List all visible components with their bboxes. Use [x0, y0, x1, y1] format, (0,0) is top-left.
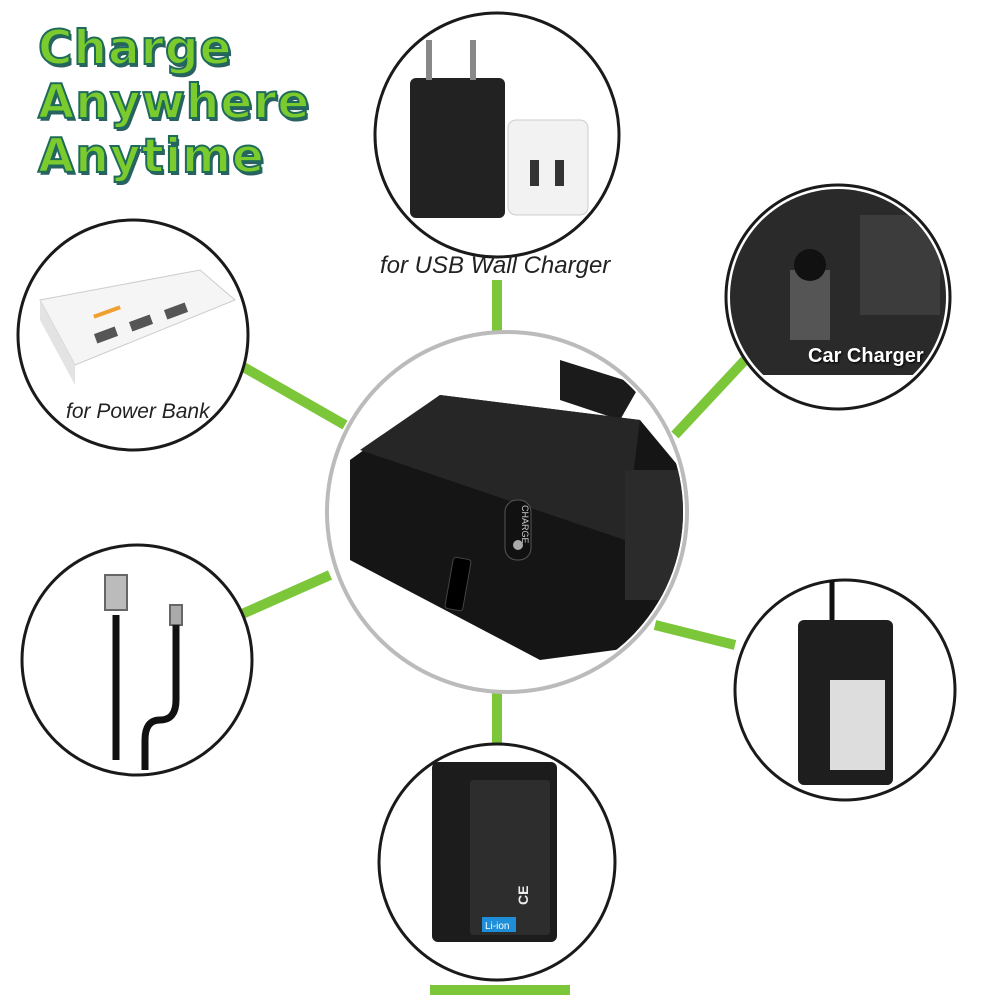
charge-button [504, 499, 532, 561]
line-camera-charger [653, 620, 737, 650]
ce-mark: CE [515, 886, 531, 905]
headline-line-1: Charge [37, 21, 233, 77]
charge-label: CHARGE [520, 505, 530, 544]
line-cable [237, 570, 333, 620]
battery-image: Li-ion CE [432, 762, 557, 942]
line-power-bank [237, 360, 348, 430]
power-bank-label: for Power Bank [66, 400, 210, 423]
headline-line-3: Anytime [37, 129, 265, 185]
charger-closeup-image: CHARGE [350, 360, 683, 660]
connector-lines [237, 280, 749, 995]
li-ion-badge [482, 917, 516, 932]
car-interior-image [730, 189, 946, 375]
headline: Charge Anywhere Anytime [37, 21, 311, 185]
car-charger-label: Car Charger [808, 345, 924, 367]
headline-line-2: Anywhere [37, 75, 311, 131]
cable-circle [20, 543, 254, 777]
li-ion-text: Li-ion [485, 921, 509, 932]
wall-charger-label: for USB Wall Charger [380, 252, 611, 279]
wall-charger-image [410, 40, 589, 218]
usb-cable-image [104, 574, 183, 770]
led-indicator [513, 540, 523, 550]
power-bank-image [39, 269, 236, 385]
camera-charger-image [798, 580, 893, 785]
line-car [671, 356, 749, 439]
